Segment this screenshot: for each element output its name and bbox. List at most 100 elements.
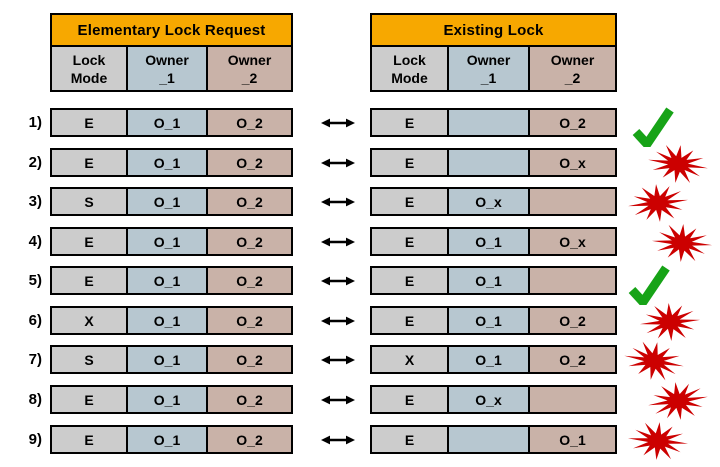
lock-mode-cell: E [372, 189, 447, 214]
double-arrow-icon [321, 394, 355, 406]
check-icon [632, 106, 674, 151]
row-number: 9) [28, 431, 42, 448]
owner-2-cell: O_2 [208, 268, 291, 293]
owner-2-cell: O_2 [208, 110, 291, 135]
burst-icon [624, 340, 684, 382]
existing-table-title: Existing Lock [372, 15, 615, 45]
existing-row: E O_2 [370, 108, 617, 137]
owner-1-cell: O_1 [128, 268, 206, 293]
owner-2-cell: O_2 [208, 229, 291, 254]
burst-icon [648, 143, 708, 185]
owner-2-cell: O_1 [530, 427, 615, 452]
existing-table-header: Existing Lock Lock Mode Owner _1 Owner _… [370, 13, 617, 92]
lock-mode-cell: E [372, 150, 447, 175]
owner-2-cell [530, 387, 615, 412]
lock-mode-cell: S [52, 189, 126, 214]
lock-mode-cell: E [372, 268, 447, 293]
column-header-owner-2: Owner _2 [208, 47, 291, 90]
lock-mode-cell: E [52, 427, 126, 452]
lock-mode-cell: E [372, 110, 447, 135]
owner-1-cell: O_1 [128, 189, 206, 214]
lock-mode-cell: E [372, 387, 447, 412]
burst-icon [651, 222, 713, 264]
column-header-line: Owner [550, 51, 595, 68]
owner-2-cell: O_x [530, 150, 615, 175]
check-icon [628, 264, 670, 309]
lock-mode-cell: E [52, 268, 126, 293]
double-arrow-icon [321, 236, 355, 248]
owner-1-cell: O_x [449, 387, 528, 412]
column-header-line: Lock [72, 51, 106, 68]
owner-1-cell [449, 150, 528, 175]
owner-2-cell: O_2 [208, 427, 291, 452]
owner-1-cell: O_1 [128, 150, 206, 175]
owner-2-cell: O_2 [208, 308, 291, 333]
burst-icon [648, 380, 708, 422]
double-arrow-icon [321, 157, 355, 169]
row-number: 6) [28, 312, 42, 329]
column-header-line: _2 [241, 69, 258, 86]
existing-row: E O_x [370, 148, 617, 177]
owner-1-cell: O_1 [449, 229, 528, 254]
column-header-line: Owner [227, 51, 272, 68]
owner-2-cell: O_2 [530, 347, 615, 372]
owner-1-cell: O_1 [128, 427, 206, 452]
row-number: 1) [28, 114, 42, 131]
owner-2-cell: O_2 [530, 308, 615, 333]
lock-mode-cell: E [372, 229, 447, 254]
owner-1-cell: O_1 [449, 268, 528, 293]
double-arrow-icon [321, 275, 355, 287]
lock-mode-cell: E [52, 110, 126, 135]
lock-mode-cell: E [372, 427, 447, 452]
row-number: 3) [28, 193, 42, 210]
owner-2-cell [530, 268, 615, 293]
burst-icon [639, 301, 701, 343]
column-header-line: Mode [391, 69, 428, 86]
column-header-line: Lock [393, 51, 426, 68]
column-header-line: Mode [70, 69, 108, 86]
owner-1-cell: O_1 [449, 308, 528, 333]
owner-2-cell: O_2 [208, 387, 291, 412]
column-header-lock-mode: Lock Mode [372, 47, 447, 90]
owner-2-cell: O_2 [208, 347, 291, 372]
row-number: 4) [28, 233, 42, 250]
lock-mode-cell: E [372, 308, 447, 333]
double-arrow-icon [321, 354, 355, 366]
column-header-owner-1: Owner _1 [449, 47, 528, 90]
owner-1-cell [449, 427, 528, 452]
owner-1-cell: O_1 [128, 387, 206, 412]
column-header-owner-1: Owner _1 [128, 47, 206, 90]
owner-1-cell: O_1 [128, 347, 206, 372]
owner-1-cell: O_1 [449, 347, 528, 372]
owner-2-cell: O_2 [208, 189, 291, 214]
owner-1-cell: O_1 [128, 229, 206, 254]
lock-mode-cell: X [52, 308, 126, 333]
owner-2-cell [530, 189, 615, 214]
column-header-line: _1 [159, 69, 175, 86]
owner-1-cell: O_1 [128, 110, 206, 135]
row-number: 2) [28, 154, 42, 171]
existing-row: E O_1 [370, 425, 617, 454]
column-header-line: Owner [145, 51, 189, 68]
lock-mode-cell: E [52, 150, 126, 175]
column-header-owner-2: Owner _2 [530, 47, 615, 90]
owner-1-cell: O_1 [128, 308, 206, 333]
row-number: 5) [28, 272, 42, 289]
lock-mode-cell: E [52, 387, 126, 412]
owner-2-cell: O_2 [530, 110, 615, 135]
request-table-header: Elementary Lock Request Lock Mode Owner … [50, 13, 293, 92]
column-header-line: _2 [564, 69, 581, 86]
row-number: 7) [28, 351, 42, 368]
